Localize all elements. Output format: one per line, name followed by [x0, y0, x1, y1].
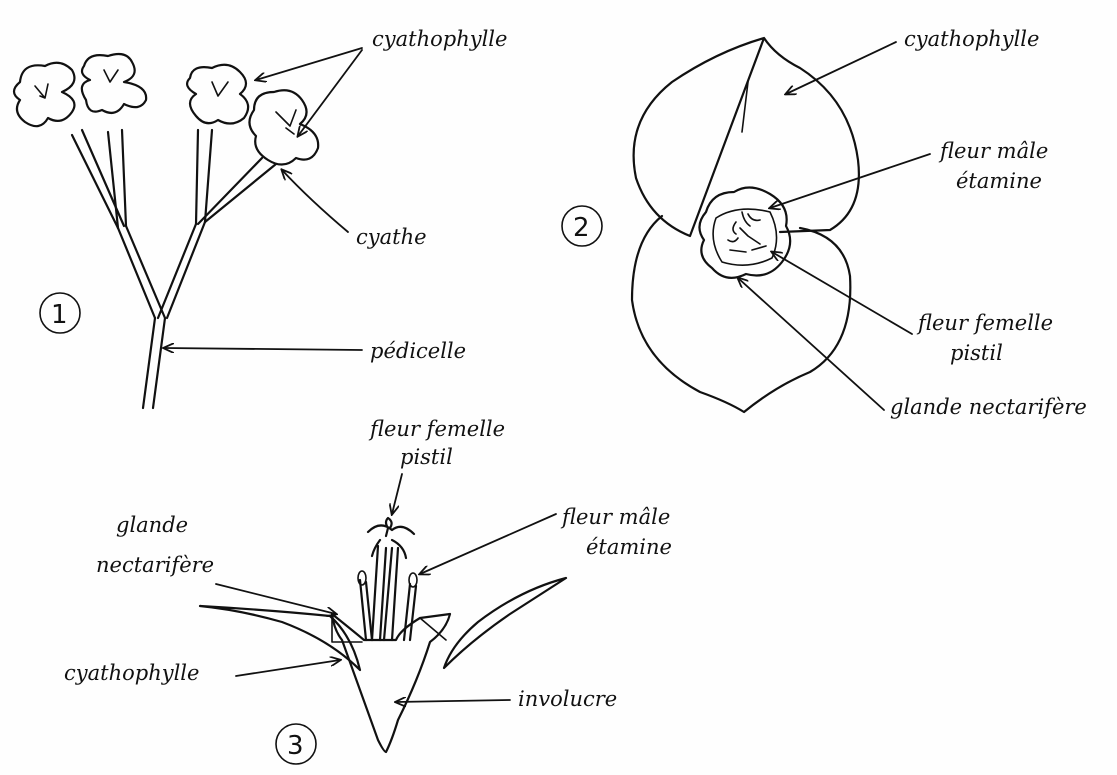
label-fig3-cyathophylle: cyathophylle — [64, 661, 199, 685]
cyathium-2 — [82, 54, 146, 113]
arrow-fig2-glande — [738, 278, 884, 410]
anther-left — [358, 571, 366, 585]
label-fig2-etamine: étamine — [956, 169, 1042, 193]
arrow-fig1-cyathe — [282, 170, 348, 232]
right-cyathophylle — [444, 578, 566, 668]
cyathium-4 — [249, 90, 318, 164]
figure-3-longitudinal-section: fleur femelle pistil fleur mâle étamine … — [64, 417, 672, 764]
cyathium-inner — [713, 209, 776, 265]
label-fig3-nectarifere: nectarifère — [96, 553, 214, 577]
arrow-fig1-cyathophylle-a — [256, 48, 362, 80]
arrow-fig3-fleur-male — [420, 514, 556, 574]
label-fig3-fleur-male: fleur mâle — [560, 505, 670, 529]
cyathium-1 — [14, 63, 74, 126]
label-fig1-pedicelle: pédicelle — [370, 339, 466, 363]
label-fig3-pistil: pistil — [400, 445, 453, 469]
label-fig3-glande: glande — [116, 513, 188, 537]
branch-right — [158, 222, 205, 318]
label-fig2-cyathophylle: cyathophylle — [904, 27, 1039, 51]
arrow-fig2-fleur-femelle — [772, 252, 912, 334]
label-fig2-glande: glande nectarifère — [890, 395, 1087, 419]
figure-2-number: 2 — [573, 213, 590, 243]
arrow-fig3-cyathophylle — [236, 660, 340, 676]
anther-right — [409, 573, 417, 587]
label-fig1-cyathophylle: cyathophylle — [372, 27, 507, 51]
label-fig1-cyathe: cyathe — [356, 225, 427, 249]
stamens-and-pistil — [728, 212, 766, 252]
figure-2-top-view: cyathophylle fleur mâle étamine fleur fe… — [562, 27, 1087, 419]
figure-1-number: 1 — [51, 300, 68, 330]
figure-3-number: 3 — [287, 731, 304, 761]
branch-left — [118, 226, 165, 318]
pedicel-stem-right — [153, 318, 165, 408]
pedicel-stem-left — [143, 318, 155, 408]
arrow-fig1-pedicelle — [164, 348, 362, 350]
arrow-fig3-involucre — [396, 700, 510, 702]
label-fig2-fleur-male: fleur mâle — [938, 139, 1048, 163]
label-fig3-involucre: involucre — [518, 687, 617, 711]
pistil-stalk — [372, 546, 398, 640]
label-fig3-etamine: étamine — [586, 535, 672, 559]
branch-right-a — [196, 130, 212, 224]
arrow-fig2-cyathophylle — [786, 42, 896, 94]
label-fig2-fleur-femelle: fleur femelle — [916, 311, 1053, 335]
arrow-fig3-glande — [216, 584, 336, 614]
arrow-fig1-cyathophylle-b — [298, 50, 362, 136]
arrow-fig2-fleur-male — [770, 154, 930, 208]
lower-cyathophylle — [632, 216, 850, 412]
arrow-fig3-fleur-femelle — [392, 474, 402, 514]
upper-cyathophylle — [634, 38, 859, 236]
label-fig2-pistil: pistil — [950, 341, 1003, 365]
involucre — [332, 614, 450, 752]
cyathium-3 — [187, 65, 248, 124]
label-fig3-fleur-femelle: fleur femelle — [368, 417, 505, 441]
figure-1-inflorescence: cyathophylle cyathe pédicelle 1 — [14, 27, 507, 408]
